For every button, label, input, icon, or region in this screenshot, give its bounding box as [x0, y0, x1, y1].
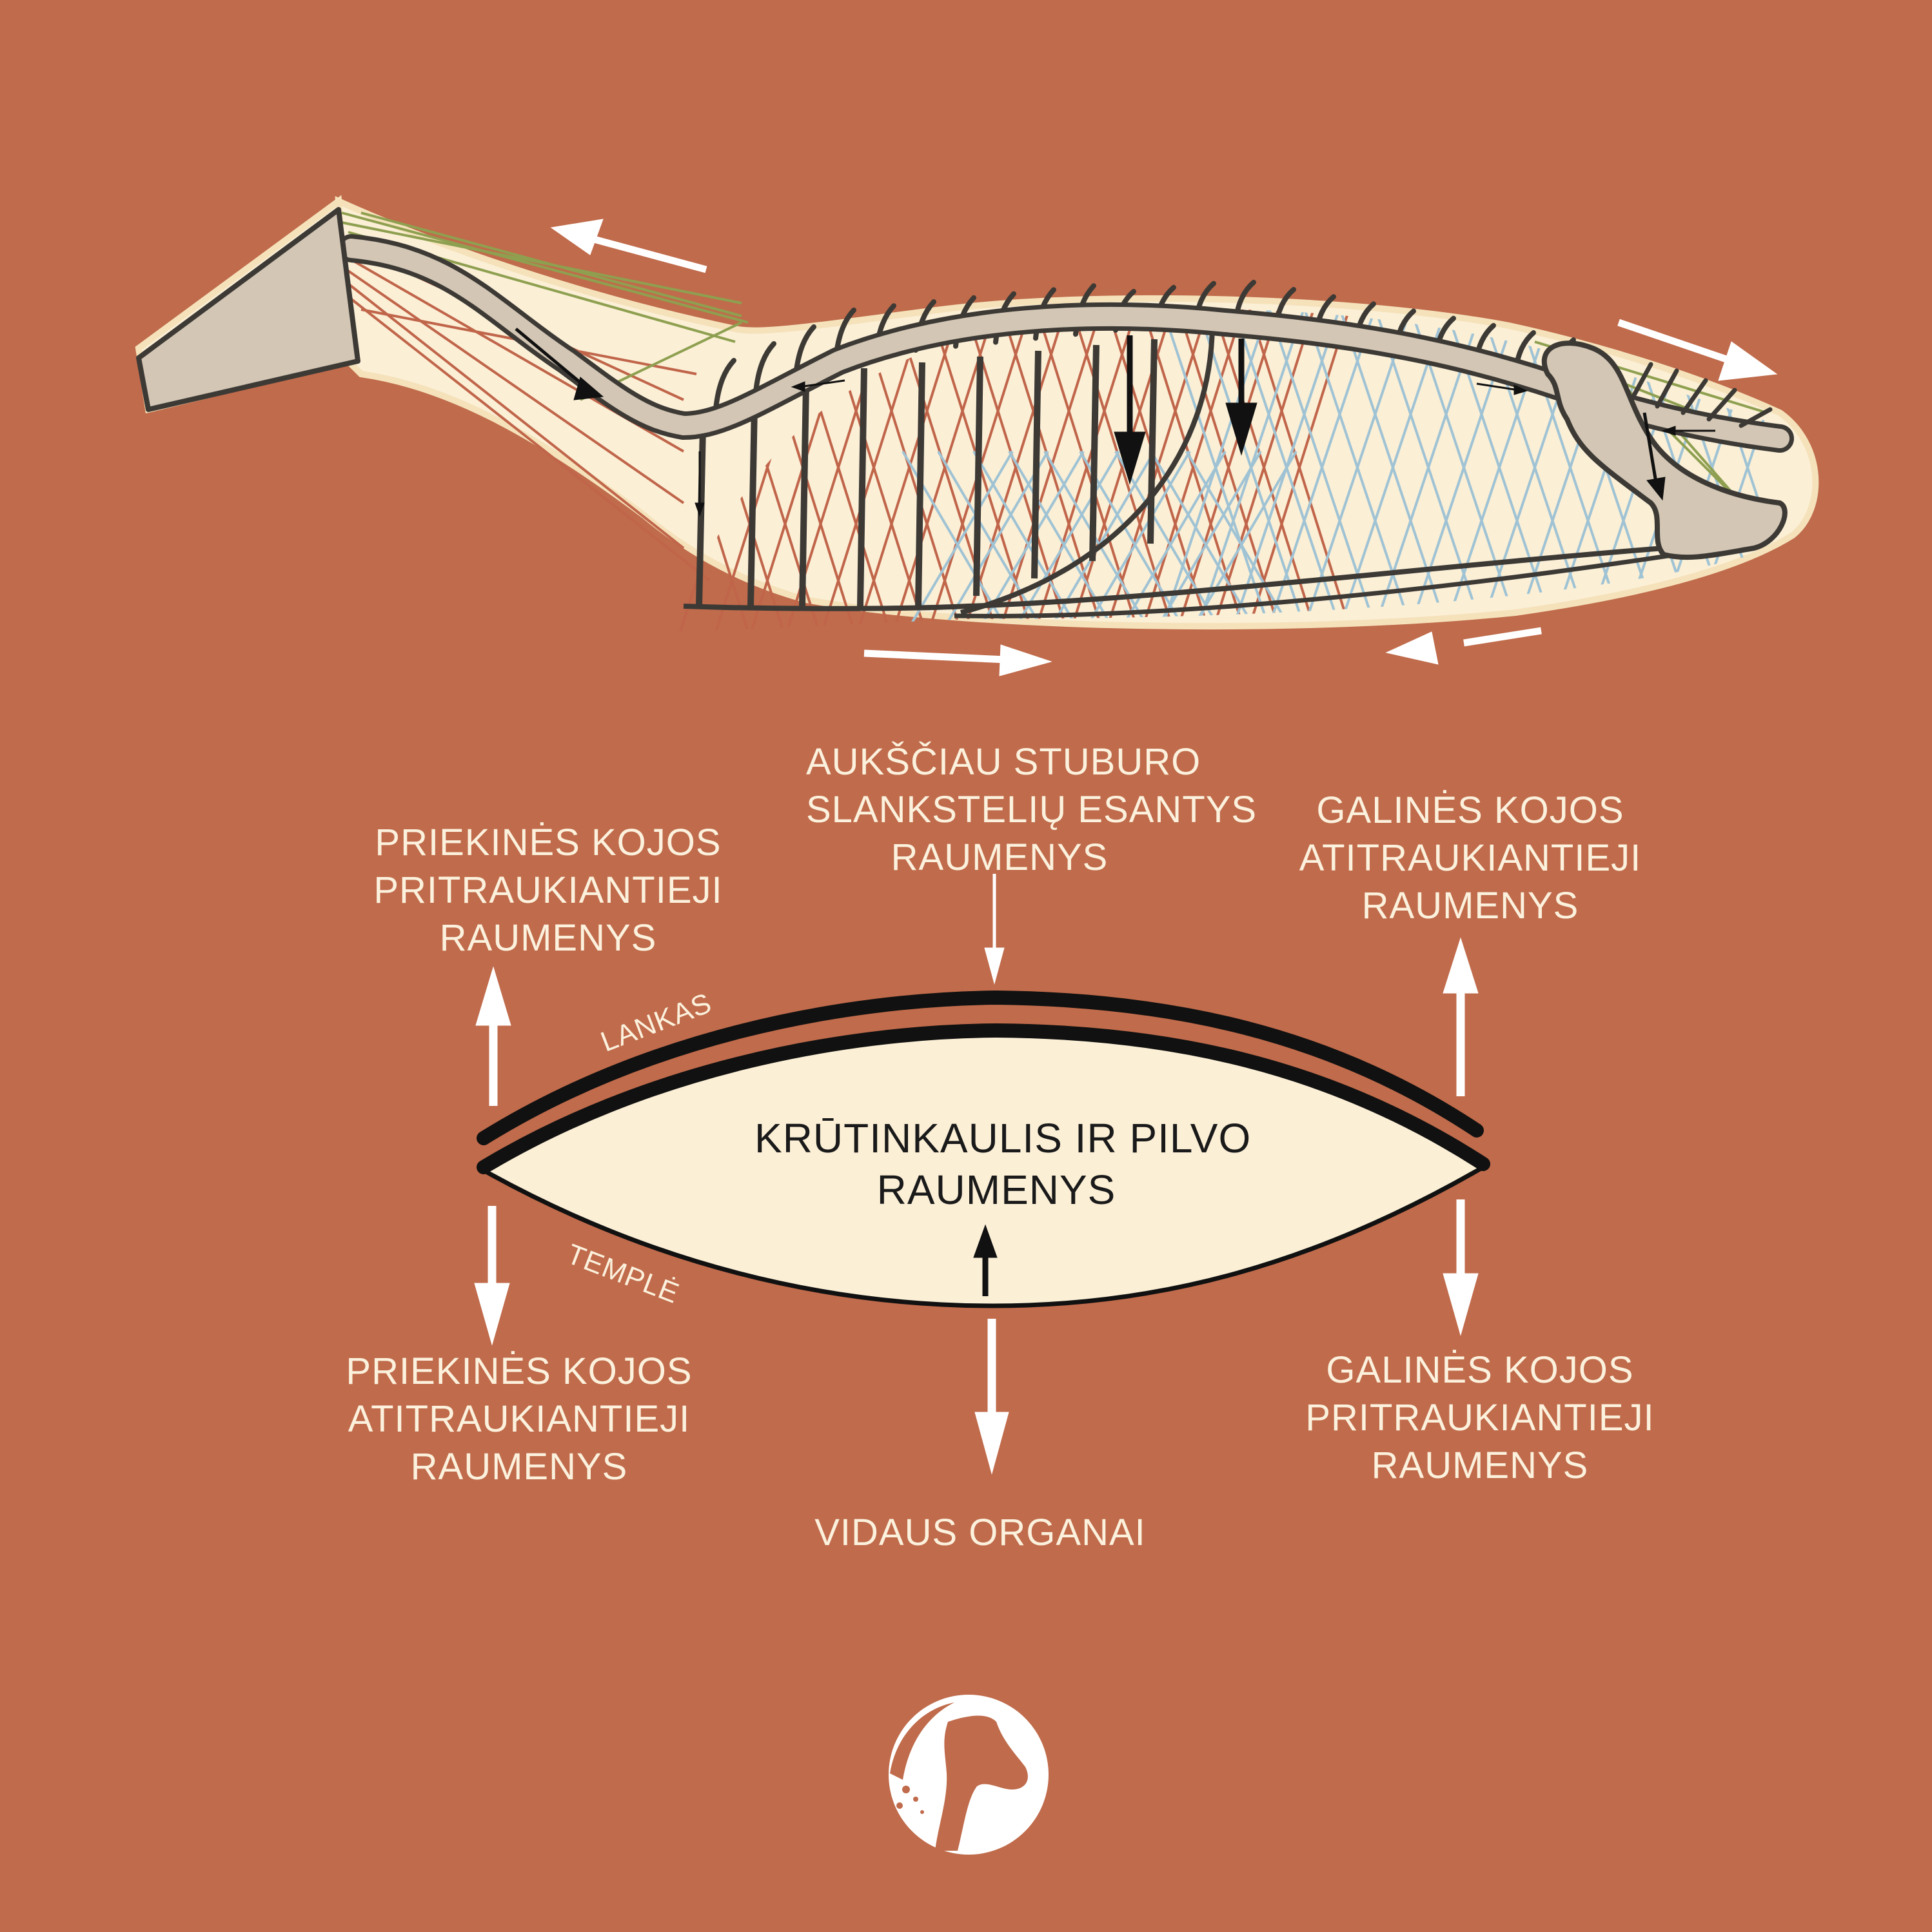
arrow-down-center-top: [984, 947, 1005, 985]
arrow-down-center-bottom: [974, 1412, 1009, 1475]
bow-arch-inner: [477, 1023, 1490, 1174]
muscle-fiber-red: [1211, 308, 1317, 632]
rib: [799, 384, 809, 607]
muscle-fiber-blue: [1114, 450, 1227, 632]
bow-string-tensioned: [482, 1165, 1484, 1308]
label-sternum-abdominal: KRŪTINKAULIS IR PILVO RAUMENYS: [754, 1115, 1252, 1213]
external-force-arrows: [550, 219, 1778, 676]
bow-arch-outer: [477, 990, 1484, 1145]
muscle-fiber-blue: [1266, 308, 1378, 632]
muscle-fiber-blue: [1079, 450, 1191, 632]
ribs: [696, 339, 1158, 607]
rib: [1031, 350, 1041, 579]
muscle-fiber-blue: [1008, 450, 1120, 632]
abdominal-line: [954, 552, 1677, 618]
muscle-fiber-red: [1140, 308, 1246, 632]
bow-body-fill: [484, 1030, 1483, 1306]
rib: [857, 368, 867, 607]
pelvis-bone: [1541, 340, 1788, 560]
arrow-up-right: [1443, 937, 1479, 994]
muscle-fiber-red: [1105, 308, 1210, 632]
diaphragm-curve: [960, 322, 1215, 615]
rib: [915, 362, 925, 607]
arrow-down-left: [474, 1283, 510, 1346]
rib: [696, 427, 706, 607]
internal-force-arrows: [515, 328, 1715, 517]
label-hindlimb-protractors: GALINĖS KOJOS PRITRAUKIANTIEJI RAUMENYS: [1305, 1349, 1655, 1486]
skull: [136, 207, 360, 412]
spinous-process: [753, 340, 776, 395]
horse-skeleton-illustration: [135, 195, 1819, 632]
label-forelimb-protractors: PRIEKINĖS KOJOS PRITRAUKIANTIEJI RAUMENY…: [373, 822, 723, 959]
muscle-fiber-blue: [1443, 308, 1555, 632]
label-internal-organs: VIDAUS ORGANAI: [814, 1512, 1146, 1553]
muscle-fiber-red: [998, 308, 1104, 632]
spinous-process: [713, 358, 736, 411]
rib: [1147, 339, 1158, 544]
tail-spikes: [1629, 362, 1773, 428]
rib: [973, 356, 983, 596]
sternum-line: [683, 546, 1664, 611]
arrow-down-right: [1443, 1273, 1479, 1336]
rib: [1089, 344, 1099, 562]
rib: [747, 405, 758, 607]
muscle-fiber-red: [1247, 308, 1352, 632]
arrow-up-left: [475, 966, 511, 1026]
arrow-up-center-inside: [973, 1224, 998, 1258]
muscle-fiber-blue: [1150, 450, 1262, 632]
muscle-fiber-red: [963, 308, 1069, 632]
bow-string-diagram: [474, 874, 1490, 1475]
label-hindlimb-retractors: GALINĖS KOJOS ATITRAUKIANTIEJI RAUMENYS: [1299, 789, 1642, 927]
label-above-spine-muscles: AUKŠČIAU STUBURO SLANKSTELIŲ ESANTYS RAU…: [806, 741, 1257, 878]
horse-head-logo-icon: [889, 1695, 1049, 1855]
muscle-fiber-red: [856, 308, 962, 632]
muscle-fiber-red: [1176, 308, 1281, 632]
label-forelimb-retractors: PRIEKINĖS KOJOS ATITRAUKIANTIEJI RAUMENY…: [346, 1350, 693, 1488]
